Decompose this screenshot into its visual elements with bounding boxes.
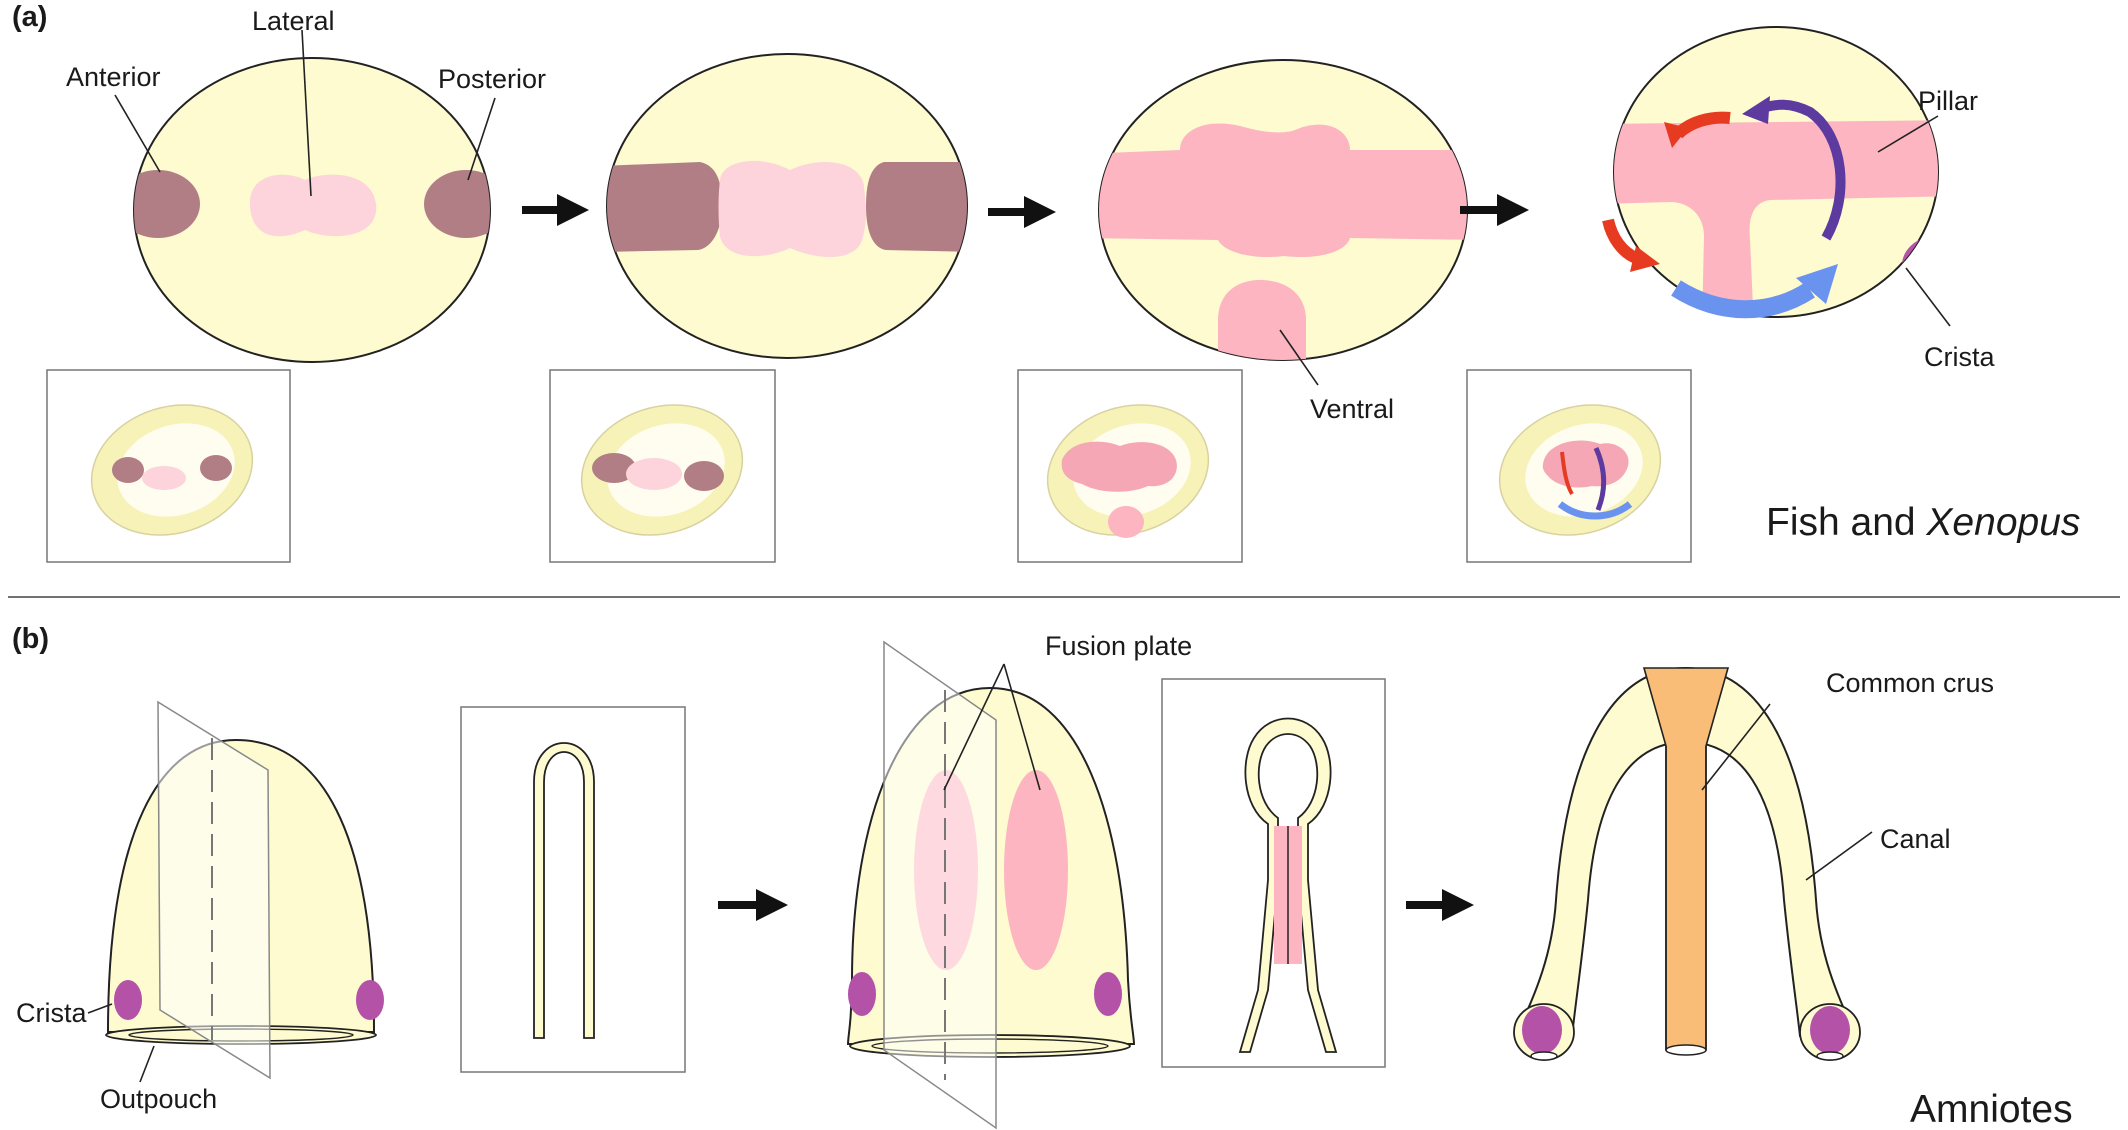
inset-stage-3: [1017, 369, 1243, 563]
inset-stage-1: [46, 369, 291, 563]
panel-b-letter: (b): [12, 623, 49, 655]
label-canal: Canal: [1880, 824, 1951, 854]
panel-a-letter: (a): [12, 1, 47, 33]
posterior-projection-extended: [866, 162, 967, 252]
blue-arrow-icon: [1671, 280, 1815, 319]
otocyst-stage-4: [1537, 26, 1939, 319]
otocyst-outpouch: [105, 700, 384, 1080]
anterior-projection-extended: [607, 162, 722, 252]
lateral-projection-extended: [718, 160, 866, 258]
purple-arrow-icon: [1760, 99, 1846, 241]
label-outpouch: Outpouch: [100, 1084, 217, 1114]
label-crista-a: Crista: [1924, 342, 1995, 372]
section-plane: [157, 700, 271, 1080]
section-plane-b3: [883, 640, 997, 1130]
inset-stage-2: [549, 369, 776, 563]
caption-fish-and-xenopus: Fish and Xenopus: [1766, 501, 2080, 544]
red-arrowhead-bottom-icon: [1630, 246, 1660, 272]
ventral-projection: [1218, 280, 1306, 360]
otocyst-stage-2: [606, 53, 968, 359]
crista-posterior: [1902, 235, 1938, 295]
crista-right-b3: [1094, 972, 1122, 1016]
otocyst-stage-1: [133, 57, 491, 363]
label-ventral: Ventral: [1310, 394, 1394, 424]
lateral-projection: [249, 174, 377, 237]
label-common-crus: Common crus: [1826, 668, 1994, 698]
fusion-plate-right: [1004, 770, 1068, 970]
semicircular-canals: [1513, 666, 1861, 1061]
label-lateral: Lateral: [252, 6, 335, 36]
crista-ventral: [1642, 312, 1718, 317]
crista-anterior: [1537, 235, 1613, 295]
blue-arrowhead-icon: [1796, 264, 1838, 304]
label-crista-b: Crista: [16, 998, 87, 1028]
crista-right: [356, 980, 384, 1020]
otocyst-stage-3: [1098, 59, 1468, 361]
otocyst-fusion: [846, 640, 1136, 1130]
inset-stage-4: [1466, 369, 1692, 563]
red-arrowhead-top-icon: [1664, 122, 1688, 148]
label-anterior: Anterior: [66, 62, 161, 92]
section-view-2: [1161, 678, 1386, 1068]
label-fusion-plate: Fusion plate: [1045, 631, 1192, 661]
label-pillar: Pillar: [1918, 86, 1978, 116]
crista-left: [114, 980, 142, 1020]
anterior-projection: [134, 170, 200, 238]
caption-amniotes: Amniotes: [1910, 1088, 2073, 1130]
pillar: [1614, 120, 1938, 317]
fused-projections: [1099, 123, 1467, 257]
crista-left-b3: [848, 972, 876, 1016]
crista-left-b5: [1522, 1006, 1562, 1054]
section-view-1: [460, 706, 686, 1073]
red-arrow-bottom-icon: [1602, 218, 1639, 264]
posterior-projection: [424, 170, 490, 238]
label-posterior: Posterior: [438, 64, 546, 94]
crista-right-b5: [1810, 1006, 1850, 1054]
purple-arrowhead-icon: [1742, 96, 1770, 124]
